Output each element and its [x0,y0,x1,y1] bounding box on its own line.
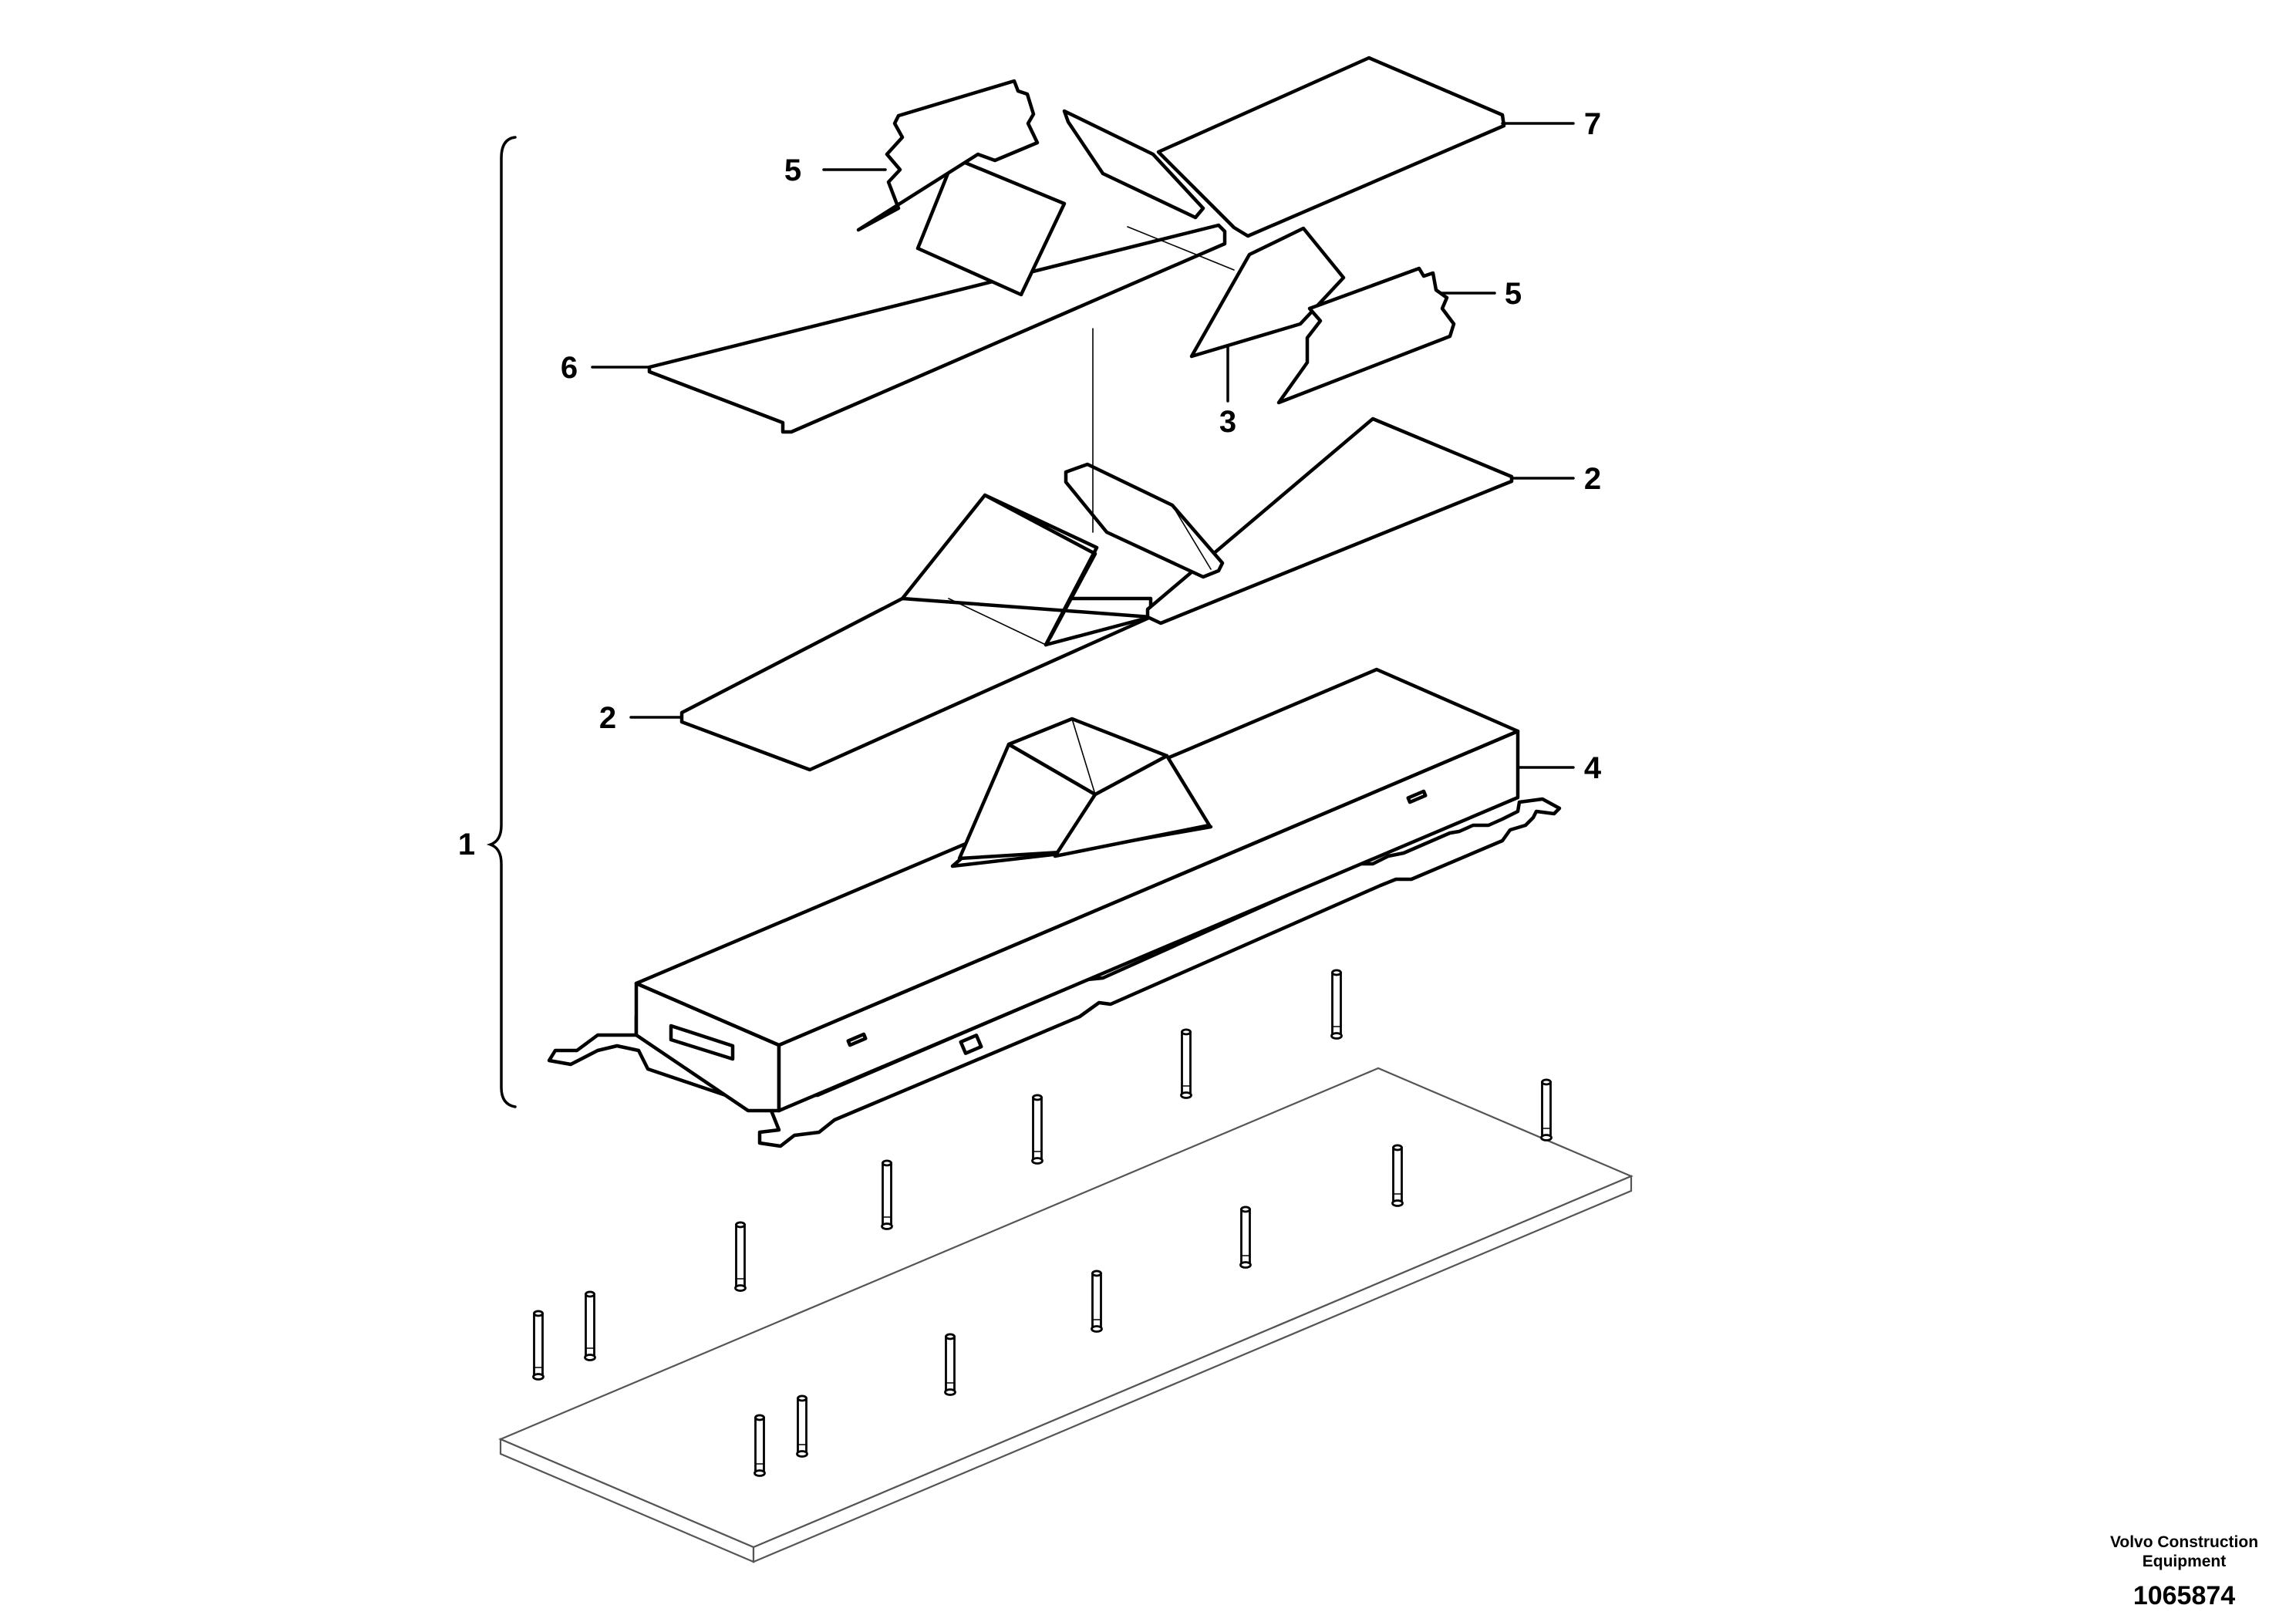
callout-7: 7 [1584,107,1601,141]
liner-right-plate [1145,416,1514,626]
callout-1: 1 [458,828,475,862]
housing-front-slot-square [959,1034,983,1055]
stud-pin [1540,1078,1553,1141]
top-plate-6 [647,223,1227,434]
top-plate-7 [1156,56,1506,238]
part-5-end-cap-right [1276,266,1456,405]
stud-pin [796,1394,808,1458]
housing-end-slot [669,1023,735,1061]
diverter-inner-line [1191,254,1250,357]
callout-5a: 5 [784,153,801,187]
callout-2b: 2 [599,701,616,735]
drawing-number: 1065874 [2133,1581,2235,1610]
housing-front-slot [846,1032,868,1047]
stud-pin [1239,1206,1252,1269]
base-plate-top [498,1067,1633,1549]
part-4-housing [547,667,1562,1148]
housing-flange [547,797,1562,1148]
liner-right-wedge-line [1172,504,1212,570]
callout-6: 6 [561,351,578,385]
top-plate-6-wedge-line [917,248,1022,295]
stud-pin [532,1310,544,1381]
housing-front-slot [1406,789,1428,804]
stud-pin [734,1221,747,1292]
callout-5b: 5 [1505,277,1522,311]
stud-pin [1031,1094,1043,1165]
top-plate-7-wedge [1062,109,1205,220]
callout-4: 4 [1584,751,1602,785]
part-2-liner-right [1064,416,1514,626]
base-plate-side-edge [752,1175,1633,1563]
callout-3: 3 [1219,405,1236,439]
callout-2a: 2 [1584,462,1601,496]
liner-left-wedge-line [948,598,1047,646]
stud-pin [1091,1270,1103,1333]
part-5-end-cap-left [856,79,1040,232]
stud-pin [1391,1144,1404,1207]
stud-pin [1180,1028,1192,1099]
housing-duct-inner-edge [1071,718,1096,795]
stud-pin [881,1159,893,1230]
assembly-bracket [486,136,517,1108]
liner-right-wedge [1064,462,1225,579]
stud-pin [754,1414,766,1477]
base-plate-with-studs [498,969,1633,1563]
housing-duct-top [1006,717,1169,797]
stud-pin [944,1333,956,1396]
assembly-guide-line [1127,226,1235,271]
part-7-top-plate [1062,56,1506,238]
brand-line-1: Volvo Construction [2110,1533,2258,1551]
stud-group [532,969,1553,1477]
liner-left-wedge-face [983,493,1099,647]
stud-pin [1330,969,1343,1040]
stud-pin [584,1290,596,1361]
brand-line-2: Equipment [2143,1553,2227,1570]
part-6-top-plate [647,156,1227,434]
